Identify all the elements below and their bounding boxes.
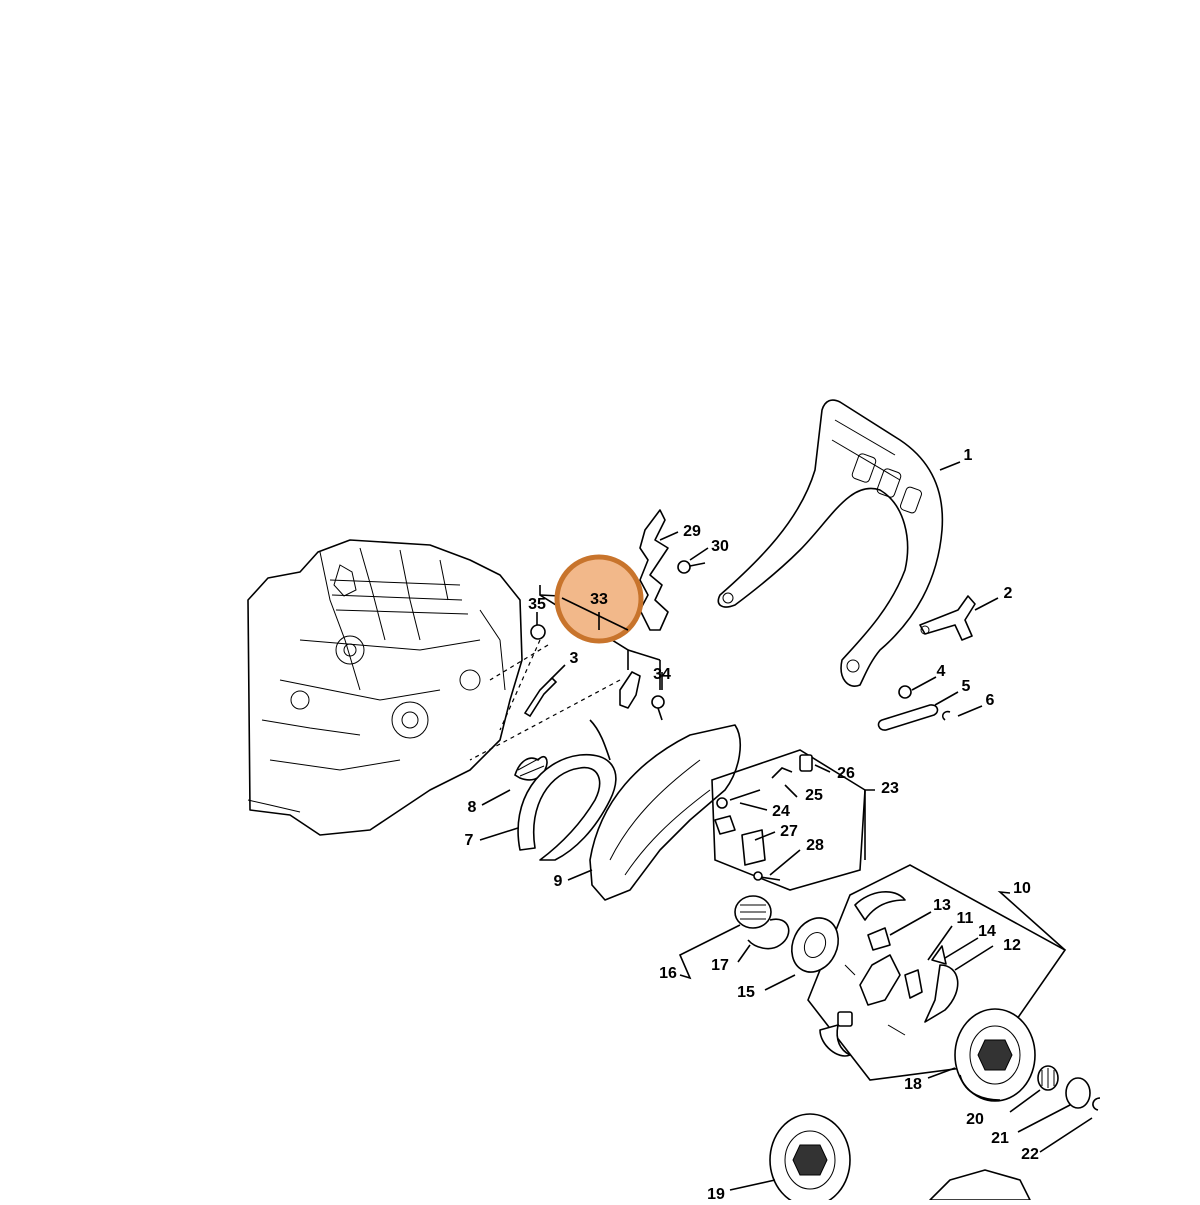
callout-17[interactable]: 17: [711, 957, 729, 974]
callout-30[interactable]: 30: [711, 538, 729, 555]
callout-16[interactable]: 16: [659, 965, 677, 982]
clip: [942, 710, 951, 721]
callout-24[interactable]: 24: [772, 803, 790, 820]
callout-27[interactable]: 27: [780, 823, 798, 840]
nut: [898, 685, 912, 699]
callout-4[interactable]: 4: [937, 663, 946, 680]
spring-rod: [523, 676, 558, 718]
callout-18[interactable]: 18: [904, 1076, 922, 1093]
callout-10[interactable]: 10: [1013, 880, 1031, 897]
callout-9[interactable]: 9: [554, 873, 563, 890]
callout-22[interactable]: 22: [1021, 1146, 1039, 1163]
callout-19[interactable]: 19: [707, 1186, 725, 1203]
needle-cage: [1037, 1065, 1059, 1091]
callout-35[interactable]: 35: [528, 596, 546, 613]
box-10: [807, 864, 1067, 1081]
brake-lever: [619, 671, 665, 721]
link-bar: [877, 704, 939, 731]
callout-28[interactable]: 28: [806, 837, 824, 854]
oil-pump-worm: [734, 895, 790, 950]
callout-14[interactable]: 14: [978, 923, 996, 940]
small-nut: [530, 624, 546, 640]
callout-2[interactable]: 2: [1004, 585, 1013, 602]
screw: [677, 560, 706, 574]
callout-33-label: 33: [590, 591, 608, 608]
hand-guard: [717, 399, 944, 687]
sprocket-cover: [589, 724, 741, 901]
callout-25[interactable]: 25: [805, 787, 823, 804]
callout-7[interactable]: 7: [465, 832, 474, 849]
callout-21[interactable]: 21: [991, 1130, 1009, 1147]
callout-6[interactable]: 6: [986, 692, 995, 709]
washer: [791, 917, 839, 973]
engine-block: [247, 539, 523, 836]
callout-8[interactable]: 8: [468, 799, 477, 816]
partial-part: [929, 1169, 1031, 1201]
callout-15[interactable]: 15: [737, 984, 755, 1001]
callout-labels: 1 2 3 4 5 6 7 8 9 10 11 12 13 14 15 16 1…: [465, 447, 1039, 1203]
clutch-drum-1: [954, 1008, 1036, 1102]
clutch-drum-2: [769, 1113, 851, 1205]
callout-12[interactable]: 12: [1003, 937, 1021, 954]
callout-34[interactable]: 34: [653, 666, 671, 683]
bracket: [639, 509, 669, 631]
callout-3[interactable]: 3: [570, 650, 579, 667]
lever-part: [919, 595, 976, 641]
callout-13[interactable]: 13: [933, 897, 951, 914]
small-washer: [1065, 1077, 1091, 1109]
e-clip: [1092, 1097, 1101, 1111]
highlight-marker-33[interactable]: 33: [554, 554, 644, 644]
callout-11[interactable]: 11: [957, 910, 974, 927]
brake-band: [517, 719, 617, 861]
spring: [514, 755, 548, 781]
box-23: [711, 749, 866, 891]
callout-1[interactable]: 1: [964, 447, 973, 464]
callout-5[interactable]: 5: [962, 678, 971, 695]
callout-20[interactable]: 20: [966, 1111, 984, 1128]
callout-29[interactable]: 29: [683, 523, 701, 540]
callout-23[interactable]: 23: [881, 780, 899, 797]
callout-26[interactable]: 26: [837, 765, 855, 782]
